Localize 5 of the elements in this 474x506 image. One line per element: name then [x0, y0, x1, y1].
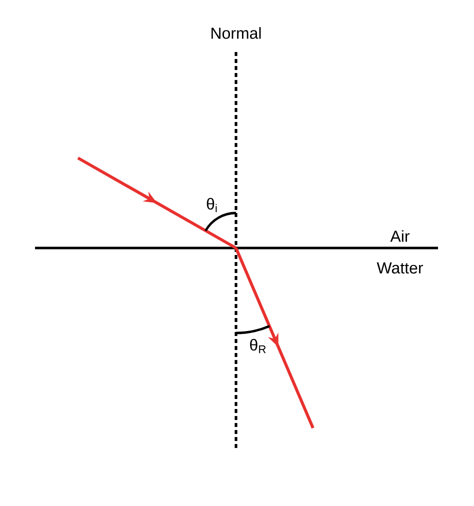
- medium-label: Watter: [376, 262, 423, 274]
- normal-label: Normal: [212, 27, 261, 39]
- angle-label: θ$_{R}$: [250, 338, 266, 354]
- medium-label: Air: [390, 230, 410, 242]
- angle-label: θ$_{i}$: [206, 198, 217, 212]
